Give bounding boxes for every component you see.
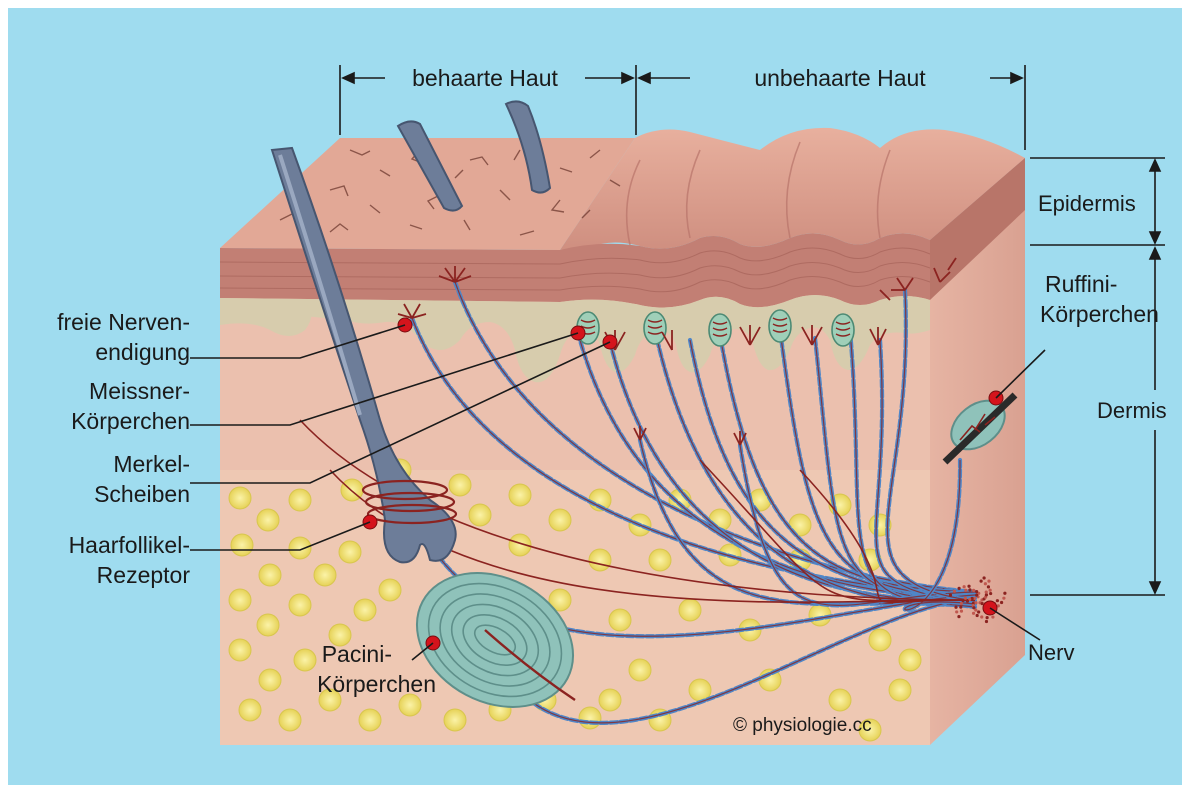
label-hair-follicle-1: Haarfollikel- <box>69 532 190 558</box>
nerve-bundle-dot <box>985 620 988 623</box>
nerve-bundle-dot <box>980 615 983 618</box>
fat-cell <box>649 549 671 571</box>
nerve-bundle-dot <box>996 599 999 602</box>
fat-cell <box>509 484 531 506</box>
nerve-bundle-dot <box>953 590 956 593</box>
nerve-bundle-dot <box>955 610 958 613</box>
fat-cell <box>231 534 253 556</box>
nerve-bundle-dot <box>949 594 952 597</box>
fat-cell <box>314 564 336 586</box>
nerve-bundle-dot <box>987 580 990 583</box>
label-epidermis: Epidermis <box>1038 191 1136 216</box>
fat-cell <box>579 707 601 729</box>
nerve-bundle-dot <box>975 594 978 597</box>
nerve-bundle-dot <box>980 580 983 583</box>
fat-cell <box>599 689 621 711</box>
fat-cell <box>229 589 251 611</box>
nerve-bundle-dot <box>991 615 994 618</box>
label-dermis: Dermis <box>1097 398 1167 423</box>
nerve-bundle-dot <box>976 614 979 617</box>
meissner-corpuscle <box>832 314 854 346</box>
meissner-corpuscle <box>769 310 791 342</box>
fat-cell <box>899 649 921 671</box>
nerve-bundle-dot <box>959 606 962 609</box>
label-ruffini-1: Ruffini- <box>1045 271 1117 297</box>
nerve-bundle-dot <box>987 585 990 588</box>
nerve-bundle-dot <box>989 592 992 595</box>
fat-cell <box>294 649 316 671</box>
label-hairless-skin: unbehaarte Haut <box>754 65 926 91</box>
fat-cell <box>229 487 251 509</box>
nerve-bundle-dot <box>1002 597 1005 600</box>
label-pacini-2: Körperchen <box>317 671 436 697</box>
fat-cell <box>259 564 281 586</box>
fat-cell <box>354 599 376 621</box>
fat-cell <box>229 639 251 661</box>
label-ruffini-2: Körperchen <box>1040 301 1159 327</box>
nerve-bundle-dot <box>1003 592 1006 595</box>
nerve-bundle-dot <box>961 599 964 602</box>
fat-cell <box>629 659 651 681</box>
nerve-bundle-dot <box>977 610 980 613</box>
fat-cell <box>589 549 611 571</box>
label-free-nerve-1: freie Nerven- <box>57 309 190 335</box>
nerve-bundle-dot <box>963 585 966 588</box>
fat-cell <box>239 699 261 721</box>
fat-cell <box>889 679 911 701</box>
fat-cell <box>609 609 631 631</box>
label-merkel-2: Scheiben <box>94 481 190 507</box>
nerve-bundle-dot <box>984 582 987 585</box>
fat-cell <box>259 669 281 691</box>
fat-cell <box>444 709 466 731</box>
label-hairy-skin: behaarte Haut <box>412 65 558 91</box>
fat-cell <box>359 709 381 731</box>
nerve-bundle-dot <box>968 588 971 591</box>
fat-cell <box>399 694 421 716</box>
nerve-bundle-dot <box>972 589 975 592</box>
label-nerve: Nerv <box>1028 640 1074 665</box>
nerve-bundle-dot <box>967 585 970 588</box>
fat-cell <box>379 579 401 601</box>
nerve-bundle-dot <box>986 616 989 619</box>
fat-cell <box>449 474 471 496</box>
nerve-bundle-dot <box>983 576 986 579</box>
nerve-bundle-dot <box>985 591 988 594</box>
fat-cell <box>549 509 571 531</box>
nerve-bundle-dot <box>972 612 975 615</box>
meissner-corpuscle <box>709 314 731 346</box>
fat-cell <box>469 504 491 526</box>
fat-cell <box>257 614 279 636</box>
fat-cell <box>289 594 311 616</box>
fat-cell <box>289 537 311 559</box>
nerve-bundle-dot <box>1000 601 1003 604</box>
fat-cell <box>339 541 361 563</box>
copyright: © physiologie.cc <box>733 715 872 736</box>
fat-cell <box>279 709 301 731</box>
label-merkel-1: Merkel- <box>113 451 190 477</box>
nerve-bundle-dot <box>975 590 978 593</box>
label-hair-follicle-2: Rezeptor <box>97 562 191 588</box>
label-meissner-2: Körperchen <box>71 408 190 434</box>
nerve-bundle-dot <box>960 602 963 605</box>
nerve-bundle-dot <box>964 589 967 592</box>
fat-cell <box>869 629 891 651</box>
nerve-bundle-dot <box>954 606 957 609</box>
nerve-bundle-dot <box>957 615 960 618</box>
label-pacini-1: Pacini- <box>322 641 392 667</box>
nerve-bundle-dot <box>974 601 977 604</box>
nerve-bundle-dot <box>964 597 967 600</box>
label-free-nerve-2: endigung <box>95 339 190 365</box>
fat-cell <box>829 689 851 711</box>
label-meissner-1: Meissner- <box>89 378 190 404</box>
fat-cell <box>679 599 701 621</box>
fat-cell <box>289 489 311 511</box>
nerve-bundle-dot <box>958 587 961 590</box>
fat-cell <box>257 509 279 531</box>
nerve-bundle-dot <box>989 589 992 592</box>
nerve-bundle-dot <box>960 610 963 613</box>
nerve-bundle-dot <box>966 600 969 603</box>
nerve-bundle-dot <box>974 608 977 611</box>
meissner-corpuscle <box>644 312 666 344</box>
